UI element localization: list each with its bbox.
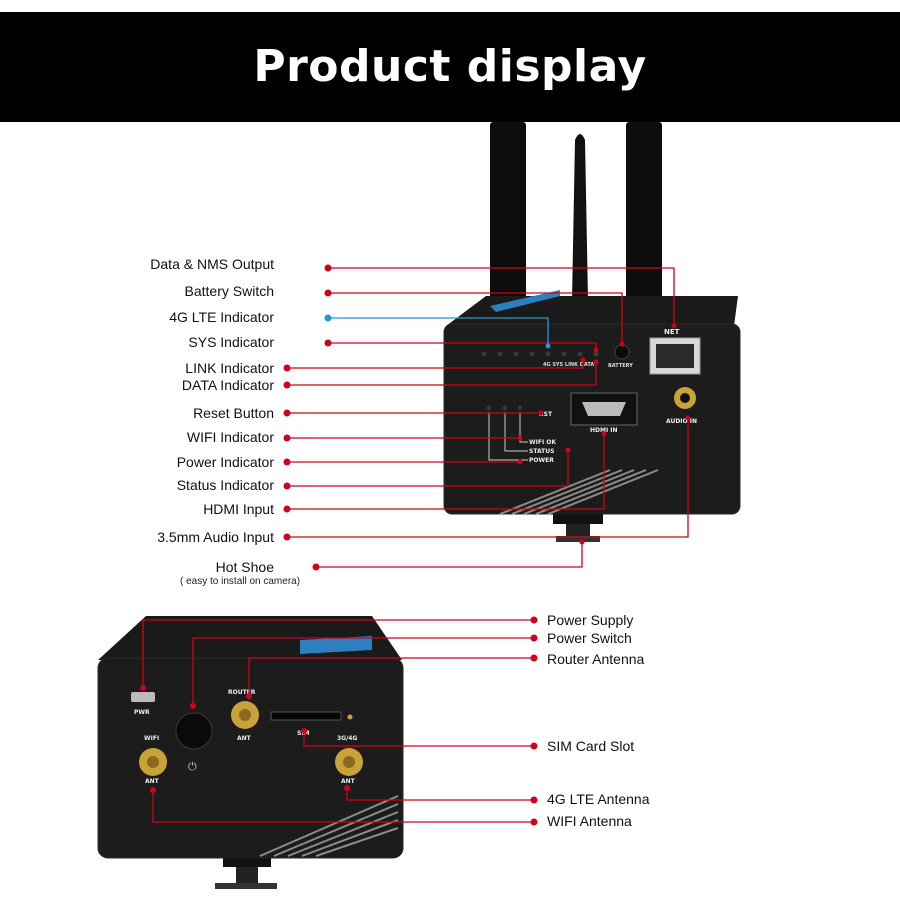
- title-banner: Product display: [0, 12, 900, 122]
- label-data-nms-output: Data & NMS Output: [150, 256, 274, 272]
- banner-title: Product display: [253, 41, 647, 92]
- ant3-text: ANT: [145, 778, 160, 785]
- audio-in-text: AUDIO IN: [666, 418, 697, 425]
- label-link-indicator: LINK Indicator: [185, 360, 274, 376]
- power-port: [131, 692, 155, 702]
- label-sys-indicator: SYS Indicator: [188, 334, 274, 350]
- label-power-switch: Power Switch: [547, 630, 632, 646]
- sim-slot: [270, 711, 342, 721]
- label-reset-button: Reset Button: [193, 405, 274, 421]
- label-wifi-indicator: WIFI Indicator: [186, 429, 274, 445]
- led-row-labels: 4G SYS LINK DATA: [543, 362, 594, 368]
- power-text: POWER: [529, 457, 554, 464]
- wifi-ok-text: WIFI OK: [529, 439, 556, 446]
- g34-text: 3G/4G: [337, 735, 357, 742]
- hdmi-in-text: HDMI IN: [590, 427, 618, 434]
- antenna-center: [572, 134, 588, 300]
- label-wifi-antenna: WIFI Antenna: [547, 813, 632, 829]
- power-switch: [175, 712, 213, 750]
- battery-switch: [614, 344, 630, 360]
- antenna-right: [626, 122, 662, 332]
- router-text: ROUTER: [228, 689, 256, 696]
- label-audio-input: 3.5mm Audio Input: [157, 529, 274, 545]
- svg-text:⏻: ⏻: [188, 761, 197, 773]
- label-status-indicator: Status Indicator: [176, 477, 274, 493]
- antenna-left: [490, 122, 526, 332]
- label-battery-switch: Battery Switch: [184, 283, 274, 299]
- status-text: STATUS: [529, 448, 554, 455]
- net-text: NET: [664, 328, 680, 336]
- hot-shoe-note: ( easy to install on camera): [180, 576, 301, 587]
- rst-text: RST: [539, 411, 553, 418]
- ant1-text: ANT: [237, 735, 252, 742]
- pwr-text: PWR: [134, 709, 150, 716]
- label-hot-shoe: Hot Shoe: [215, 559, 274, 575]
- hot-shoe: [553, 514, 603, 524]
- label-4g-lte-antenna: 4G LTE Antenna: [547, 791, 650, 807]
- label-power-supply: Power Supply: [547, 612, 634, 628]
- wifi-text: WIFI: [144, 735, 159, 742]
- battery-text: BATTERY: [608, 363, 633, 369]
- label-router-antenna: Router Antenna: [547, 651, 645, 667]
- label-hdmi-input: HDMI Input: [203, 501, 274, 517]
- ant2-text: ANT: [341, 778, 356, 785]
- label-data-indicator: DATA Indicator: [181, 377, 274, 393]
- label-power-indicator: Power Indicator: [176, 454, 274, 470]
- label-4g-lte-indicator: 4G LTE Indicator: [169, 309, 274, 325]
- label-sim-card-slot: SIM Card Slot: [547, 738, 635, 754]
